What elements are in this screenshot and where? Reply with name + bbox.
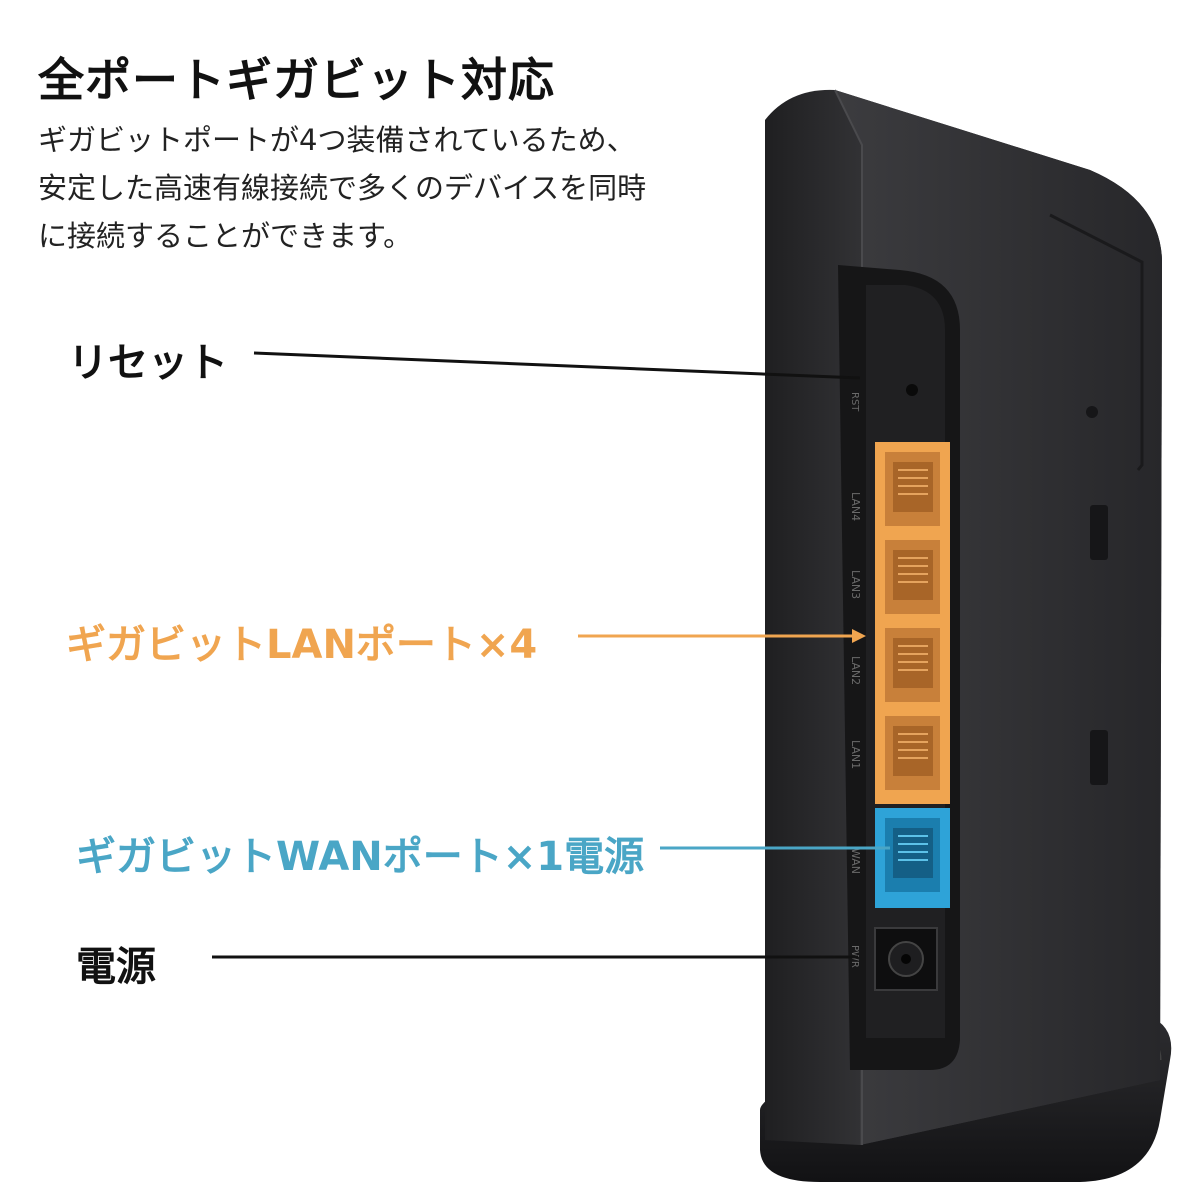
router-body xyxy=(765,89,1162,1146)
ethernet-port-icon[interactable] xyxy=(885,540,940,614)
lan1-mark: LAN1 xyxy=(849,740,862,769)
ethernet-port-icon[interactable] xyxy=(885,628,940,702)
power-callout-label: 電源 xyxy=(76,944,156,990)
lan2-mark: LAN2 xyxy=(849,656,862,685)
dc-power-jack-icon[interactable] xyxy=(874,927,938,991)
lan-callout-arrow-icon xyxy=(852,629,866,643)
wan-mark: WAN xyxy=(849,848,862,874)
ethernet-port-icon[interactable] xyxy=(885,452,940,526)
ethernet-port-icon[interactable] xyxy=(885,818,940,892)
wan-callout-label: ギガビットWANポート×1電源 xyxy=(76,834,645,880)
lan-callout-label: ギガビットLANポート×4 xyxy=(66,622,538,668)
description-line: ギガビットポートが4つ装備されているため、 xyxy=(38,123,636,157)
page-title: 全ポートギガビット対応 xyxy=(38,53,555,107)
lan4-mark: LAN4 xyxy=(849,492,862,521)
wan-port[interactable] xyxy=(875,808,950,908)
description-line: に接続することができます。 xyxy=(38,219,413,253)
reset-callout-line xyxy=(253,351,861,380)
ethernet-port-icon[interactable] xyxy=(885,716,940,790)
lan3-mark: LAN3 xyxy=(849,570,862,599)
reset-callout-label: リセット xyxy=(68,340,228,386)
description-line: 安定した高速有線接続で多くのデバイスを同時 xyxy=(38,171,647,205)
reset-mark: RST xyxy=(849,392,860,412)
reset-button[interactable] xyxy=(906,384,918,396)
description: ギガビットポートが4つ装備されているため、 安定した高速有線接続で多くのデバイス… xyxy=(38,116,758,260)
lan-port-block xyxy=(875,442,950,804)
